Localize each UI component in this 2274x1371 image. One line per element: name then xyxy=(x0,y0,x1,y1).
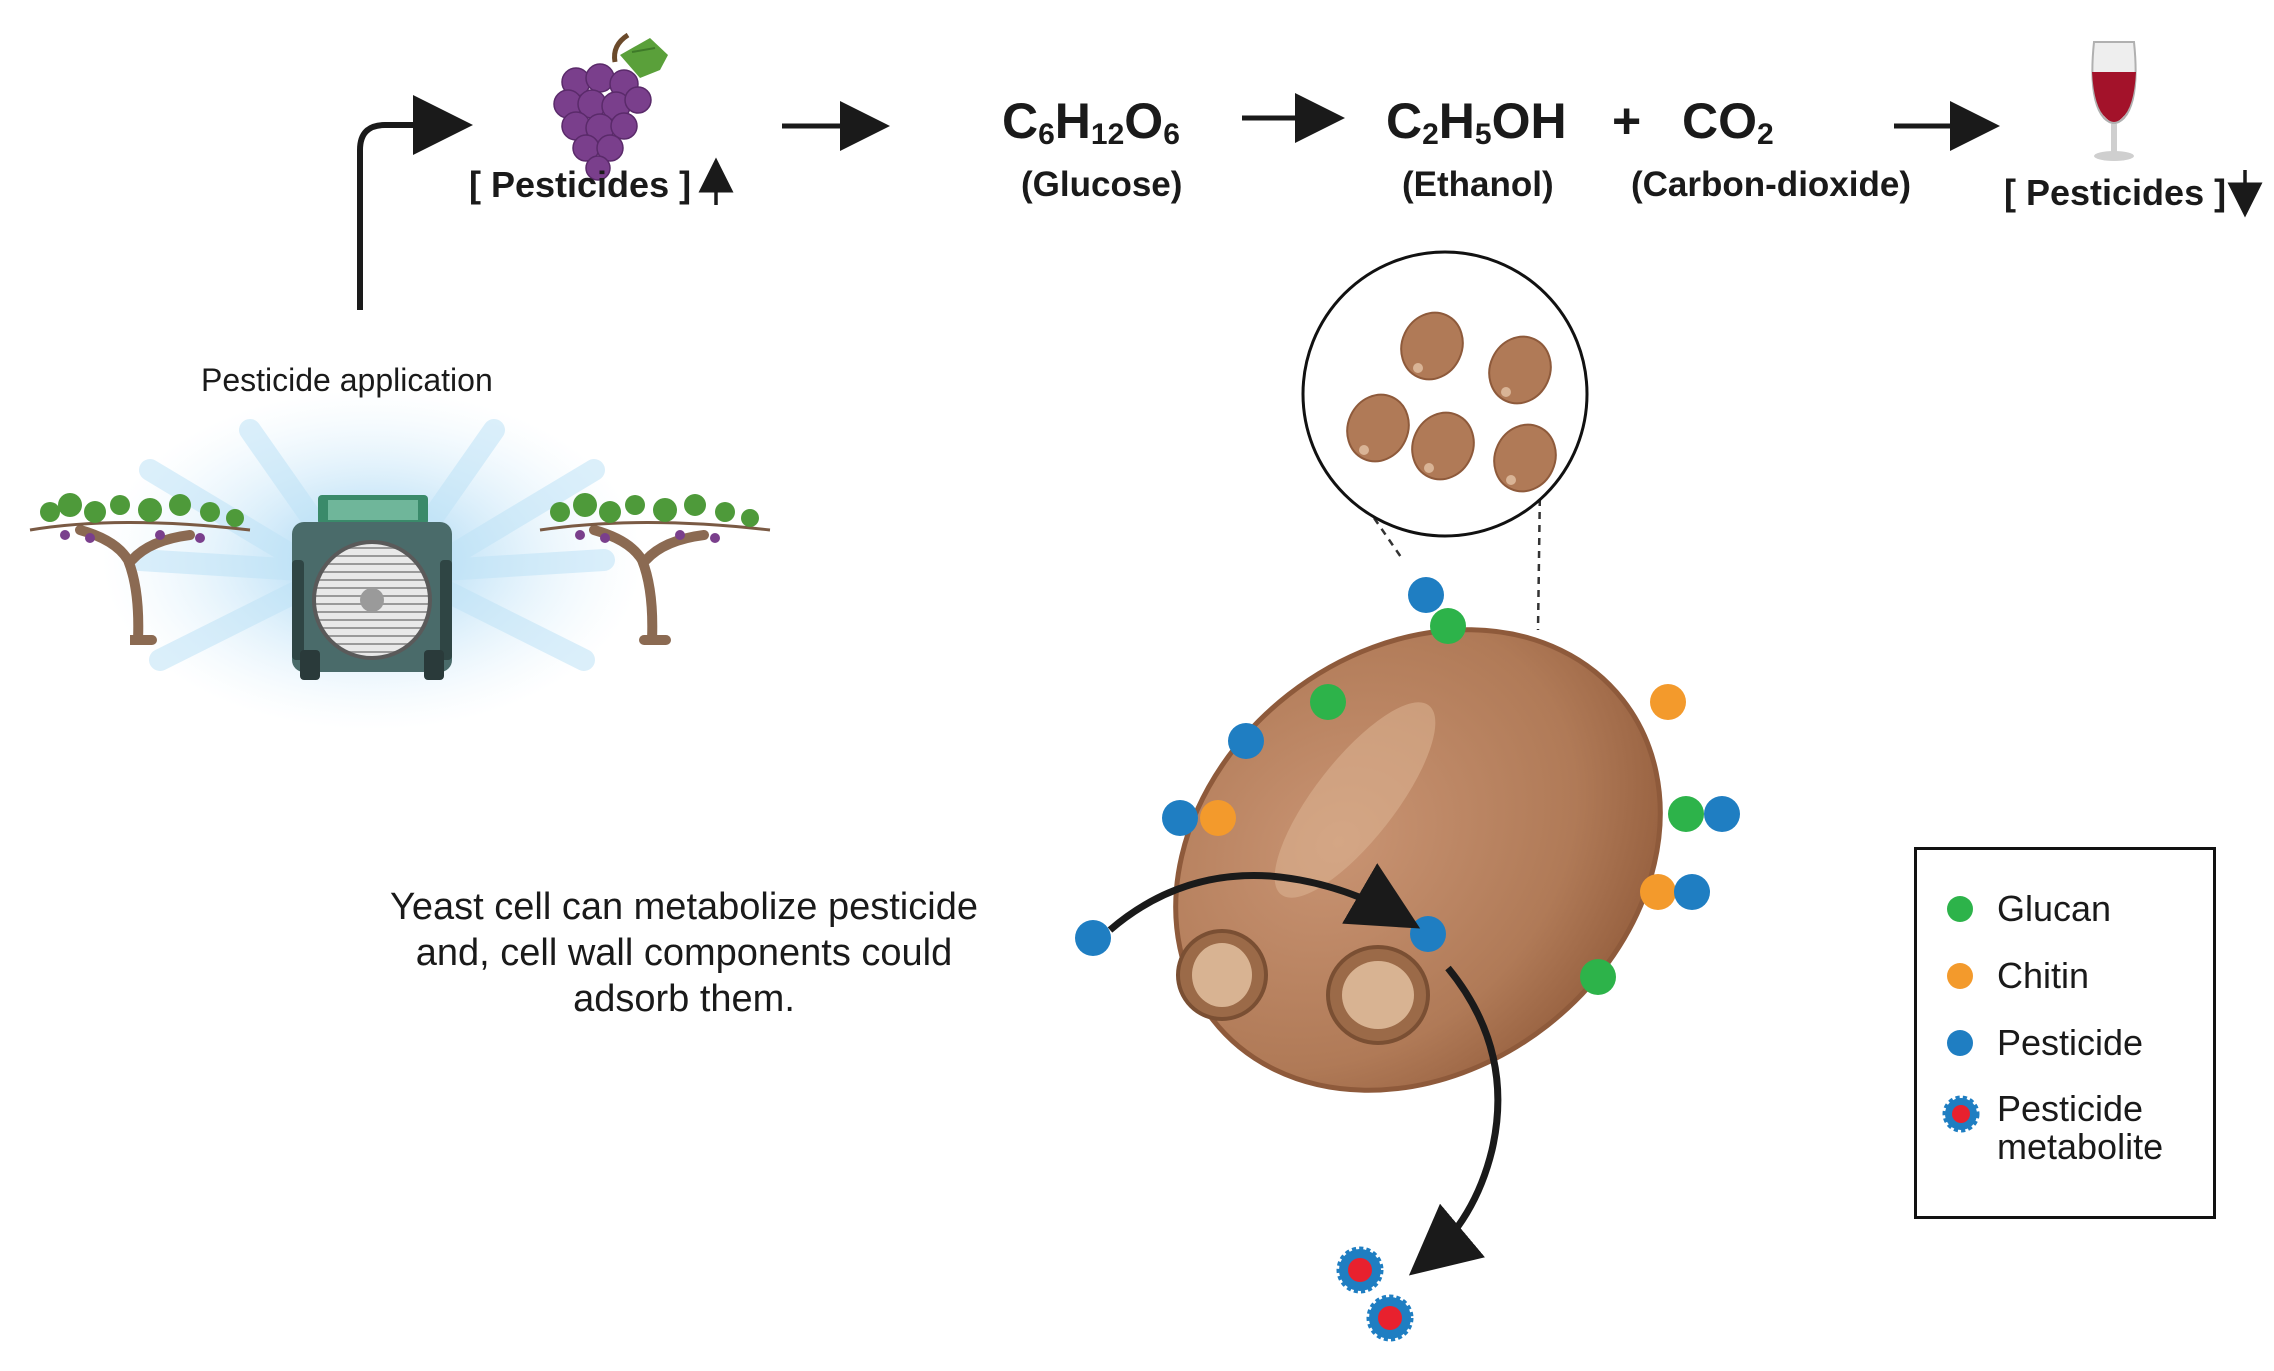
yeast-cell xyxy=(1173,627,1663,1093)
glucan-dot xyxy=(1668,796,1704,832)
ethanol-name: (Ethanol) xyxy=(1402,165,1554,204)
glucan-dot xyxy=(1580,959,1616,995)
chitin-dot xyxy=(1650,684,1686,720)
chitin-swatch xyxy=(1947,963,1973,989)
chitin-dot xyxy=(1640,874,1676,910)
bud-scar-left xyxy=(1176,929,1268,1021)
legend-label: Chitin xyxy=(1997,955,2090,996)
glucan-dot xyxy=(1430,608,1466,644)
wine-glass-icon xyxy=(2091,41,2137,161)
pesticide-dot xyxy=(1075,920,1111,956)
legend-label: Pesticide xyxy=(1997,1022,2144,1063)
metabolism-arrows xyxy=(1107,863,1502,1276)
metabolite-dot xyxy=(1366,1294,1414,1342)
grapes-icon xyxy=(553,32,668,181)
uptake-arrow xyxy=(1107,863,1421,933)
pesticide-metabolites xyxy=(1336,1246,1414,1342)
tractor-sprayer-icon xyxy=(292,495,452,680)
grapevine-left-icon xyxy=(29,493,251,645)
pesticide-dot xyxy=(1408,577,1444,613)
grape-pesticides-label: [ Pesticides ] xyxy=(469,164,692,205)
co2-formula: CO2 xyxy=(1682,93,1774,151)
flow-arrows xyxy=(357,93,2263,310)
pesticide-application-label: Pesticide application xyxy=(201,362,493,398)
legend-item-pesticide-metabolite: Pesticide metabolite xyxy=(1917,1090,2217,1180)
pesticide-dot xyxy=(1704,796,1740,832)
glucan-swatch xyxy=(1947,896,1973,922)
yeast-note: Yeast cell can metabolize pesticide and,… xyxy=(390,886,978,1020)
co2-name: (Carbon-dioxide) xyxy=(1631,165,1911,204)
bud-scar-right xyxy=(1326,945,1430,1045)
application-arrow xyxy=(357,95,473,310)
legend: Glucan Chitin Pesticide Pesticide metabo… xyxy=(1914,847,2216,1219)
legend-item-chitin: Chitin xyxy=(1917,957,2217,1017)
metabolite-dot xyxy=(1336,1246,1384,1294)
glucose-name: (Glucose) xyxy=(1021,165,1183,204)
ethanol-formula: C2H5OH xyxy=(1386,93,1567,151)
metabolite-swatch xyxy=(1942,1095,1980,1133)
pesticide-dot xyxy=(1162,800,1198,836)
glucan-dot xyxy=(1310,684,1346,720)
glucose-formula: C6H12O6 xyxy=(1002,93,1180,151)
plus-sign: + xyxy=(1612,93,1642,149)
legend-item-pesticide: Pesticide xyxy=(1917,1024,2217,1084)
pesticide-dot xyxy=(1674,874,1710,910)
legend-item-glucan: Glucan xyxy=(1917,890,2217,950)
release-arrow xyxy=(1408,965,1502,1276)
chitin-dot xyxy=(1200,800,1236,836)
pesticide-dot xyxy=(1410,916,1446,952)
grapevine-right-icon xyxy=(539,493,771,645)
pesticide-swatch xyxy=(1947,1030,1973,1056)
legend-label: Glucan xyxy=(1997,888,2112,929)
legend-label: Pesticide metabolite xyxy=(1997,1088,2164,1167)
pesticide-dot xyxy=(1228,723,1264,759)
wine-pesticides-label: [ Pesticides ] xyxy=(2004,172,2227,213)
microscope-zoom-circle xyxy=(1301,250,1589,538)
